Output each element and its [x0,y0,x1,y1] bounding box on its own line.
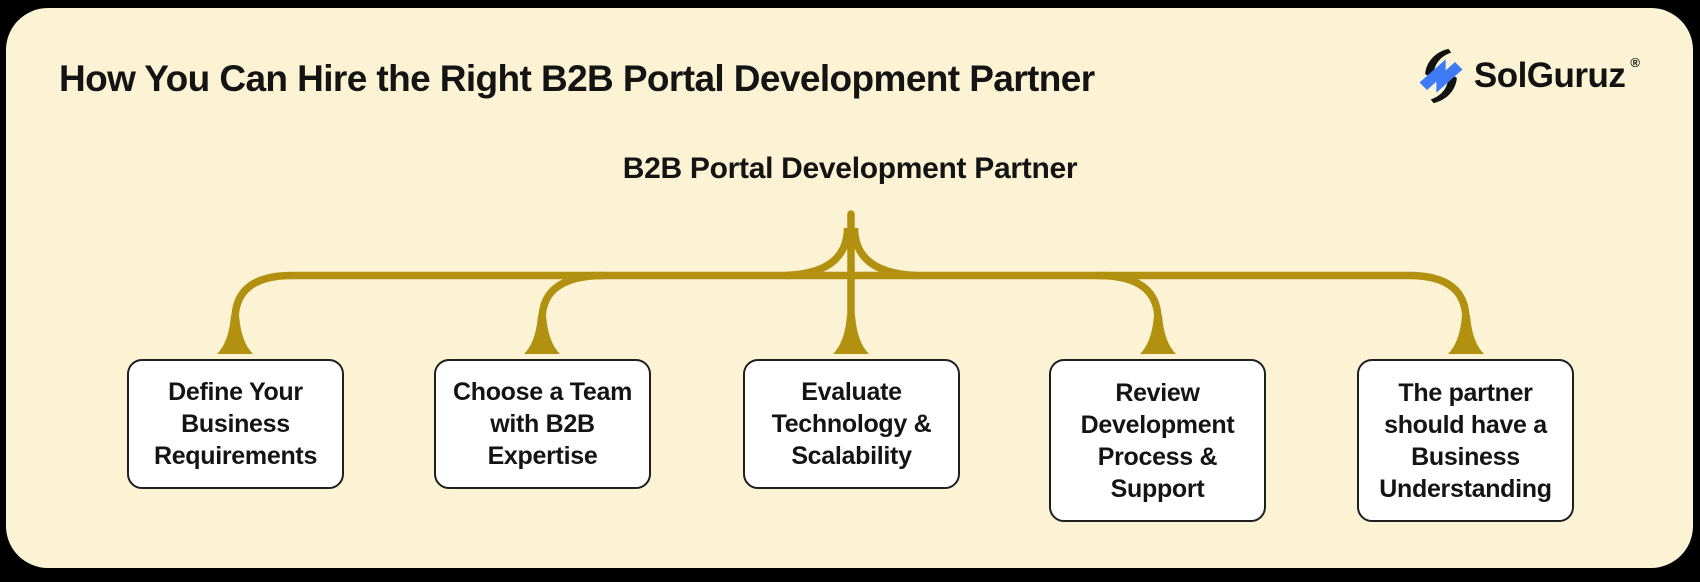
connector-rail [231,271,1470,336]
node-box-5: The partner should have a Business Under… [1357,359,1574,522]
solguruz-logo: SolGuruz ® [1413,48,1640,104]
node-box-4: Review Development Process & Support [1049,359,1266,522]
node-box-2-label: Choose a Team with B2B Expertise [452,378,633,470]
connector-stem-fillet-right [850,227,917,280]
node-box-4-label: Review Development Process & Support [1080,378,1235,503]
arrowhead-4 [1140,315,1176,354]
arrowhead-5 [1448,315,1484,354]
connector-branch-4 [1097,271,1162,336]
connector-branch-2 [538,271,605,336]
arrowhead-3 [833,315,869,354]
node-box-3-label: Evaluate Technology & Scalability [771,378,932,470]
solguruz-logo-icon [1419,48,1463,104]
node-box-1-label: Define Your Business Requirements [153,378,318,470]
connector-stem-fillet-left [785,227,852,280]
arrowhead-1 [217,315,253,354]
registered-trademark-symbol: ® [1630,55,1640,70]
node-box-5-label: The partner should have a Business Under… [1379,378,1552,503]
node-box-1: Define Your Business Requirements [127,359,344,489]
arrowhead-2 [524,315,560,354]
node-box-2: Choose a Team with B2B Expertise [434,359,651,489]
page-title: How You Can Hire the Right B2B Portal De… [59,58,1095,99]
root-node-label: B2B Portal Development Partner [622,152,1078,185]
node-box-3: Evaluate Technology & Scalability [743,359,960,489]
solguruz-logo-text: SolGuruz [1473,56,1626,95]
